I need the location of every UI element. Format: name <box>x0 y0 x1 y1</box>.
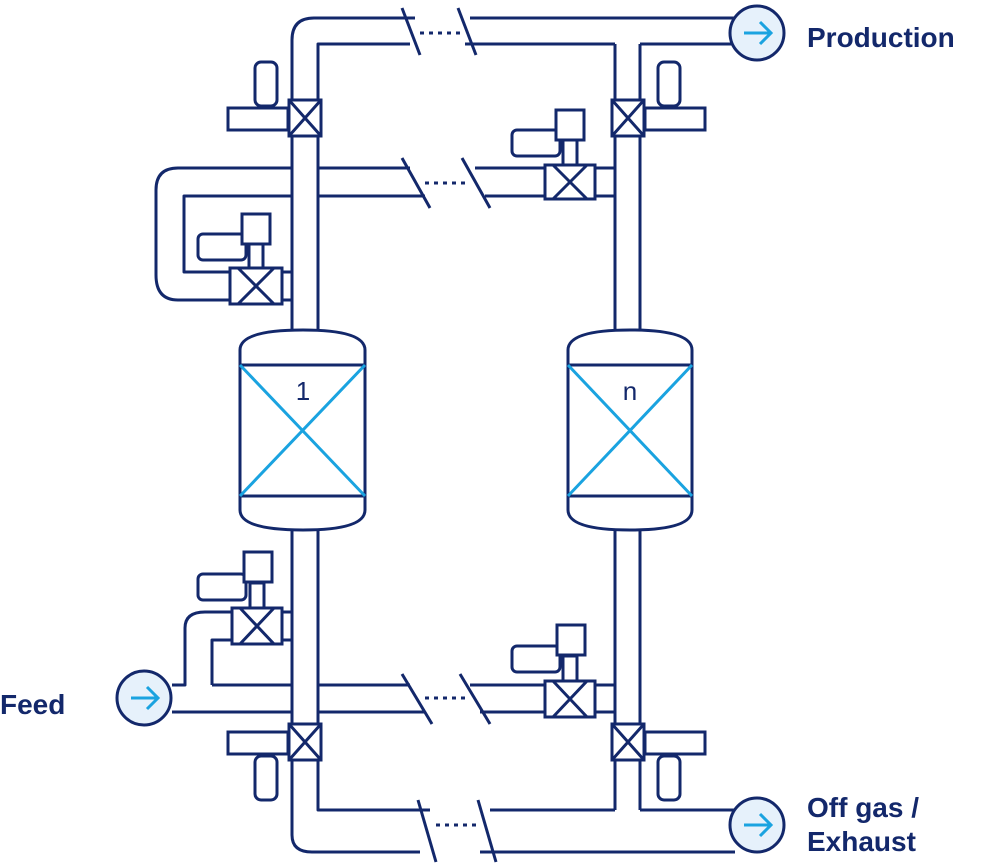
valve-loop-left <box>196 212 284 306</box>
feed-arrow-icon <box>115 669 173 727</box>
valve-feed <box>196 550 284 646</box>
offgas-label-line2: Exhaust <box>807 826 916 857</box>
vessel-n-label: n <box>623 376 637 406</box>
offgas-label-line1: Off gas / <box>807 792 919 823</box>
production-arrow-icon <box>728 4 786 62</box>
valve-left-top <box>226 60 323 138</box>
offgas-arrow-icon <box>728 796 786 854</box>
piping <box>154 16 735 854</box>
valve-right-top <box>610 60 707 138</box>
production-label: Production <box>807 22 955 53</box>
vessel-n: n <box>566 328 694 532</box>
valve-left-bottom <box>226 722 323 802</box>
valve-equalization-bottom <box>510 623 597 719</box>
vessel-1: 1 <box>238 328 367 532</box>
valve-equalization-top <box>510 108 597 201</box>
feed-label: Feed <box>0 689 65 720</box>
pipe-break-markers <box>400 7 498 863</box>
valve-right-bottom <box>610 722 707 802</box>
vessel-1-label: 1 <box>296 376 310 406</box>
